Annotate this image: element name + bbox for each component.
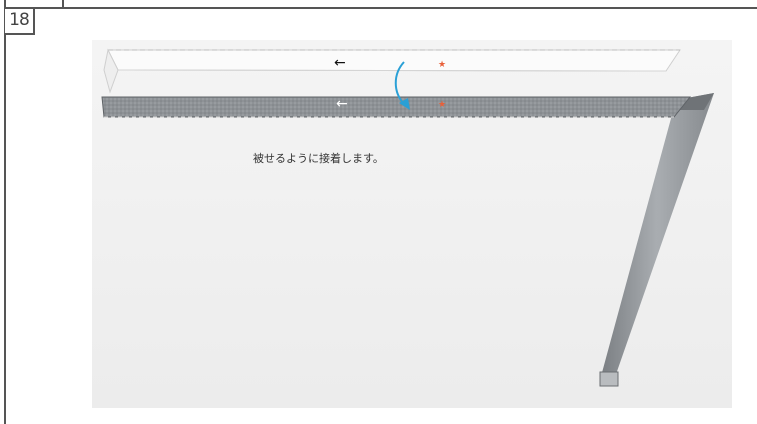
vertical-leg bbox=[599, 93, 714, 387]
frame-left-rule bbox=[4, 0, 6, 424]
star-icon: ★ bbox=[438, 100, 446, 110]
left-arrow-icon: ← bbox=[336, 96, 348, 112]
gray-strip bbox=[101, 96, 692, 118]
frame-tick bbox=[62, 0, 64, 9]
left-arrow-icon: ← bbox=[334, 55, 346, 71]
white-strip bbox=[103, 48, 681, 94]
step-number-box: 18 bbox=[5, 9, 35, 35]
curved-arrow-icon bbox=[394, 61, 410, 110]
step-number: 18 bbox=[9, 10, 30, 30]
instruction-caption: 被せるように接着します。 bbox=[253, 152, 384, 165]
frame-top-rule bbox=[4, 7, 757, 9]
star-icon: ★ bbox=[438, 60, 446, 70]
